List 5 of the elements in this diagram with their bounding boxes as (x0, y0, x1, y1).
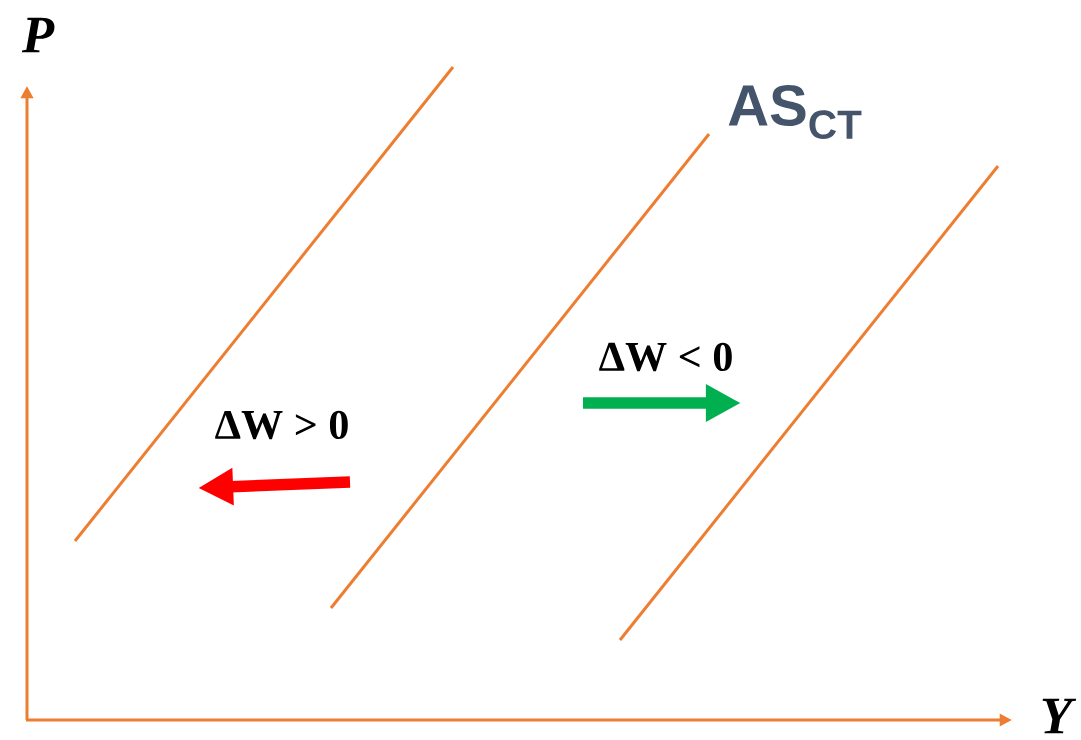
axis-label: Y (1042, 698, 1077, 734)
change-label: ΔW < 0 (599, 342, 732, 372)
change-label: ΔW > 0 (215, 410, 348, 440)
axis-label: P (21, 17, 55, 53)
curve-label: AS$_{CT}$ (728, 84, 862, 140)
